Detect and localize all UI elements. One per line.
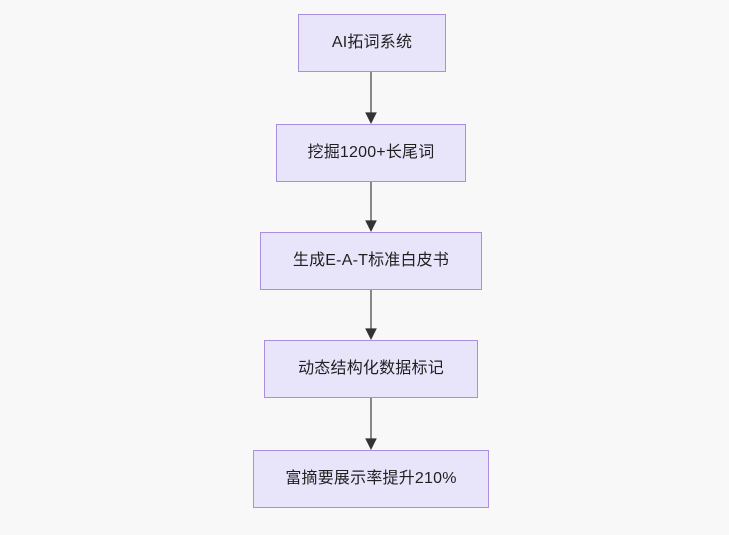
flow-node-dynamic-structured-data-markup[interactable]: 动态结构化数据标记 [264, 340, 478, 398]
connector-node1-node2 [365, 182, 377, 232]
flow-node-label: 富摘要展示率提升210% [285, 470, 457, 487]
connector-node0-node1 [365, 72, 377, 124]
flow-node-label: 挖掘1200+长尾词 [307, 144, 435, 161]
connector-node2-node3 [365, 290, 377, 340]
flow-node-mine-longtail-keywords[interactable]: 挖掘1200+长尾词 [276, 124, 466, 182]
connector-node3-node4 [365, 398, 377, 450]
flow-node-ai-keyword-system[interactable]: AI拓词系统 [298, 14, 446, 72]
flow-node-label: 生成E-A-T标准白皮书 [292, 252, 450, 269]
flow-node-label: 动态结构化数据标记 [298, 360, 444, 377]
flow-node-generate-eat-whitepaper[interactable]: 生成E-A-T标准白皮书 [260, 232, 482, 290]
flow-node-rich-snippet-rate-increase[interactable]: 富摘要展示率提升210% [253, 450, 489, 508]
flow-node-label: AI拓词系统 [331, 34, 413, 51]
